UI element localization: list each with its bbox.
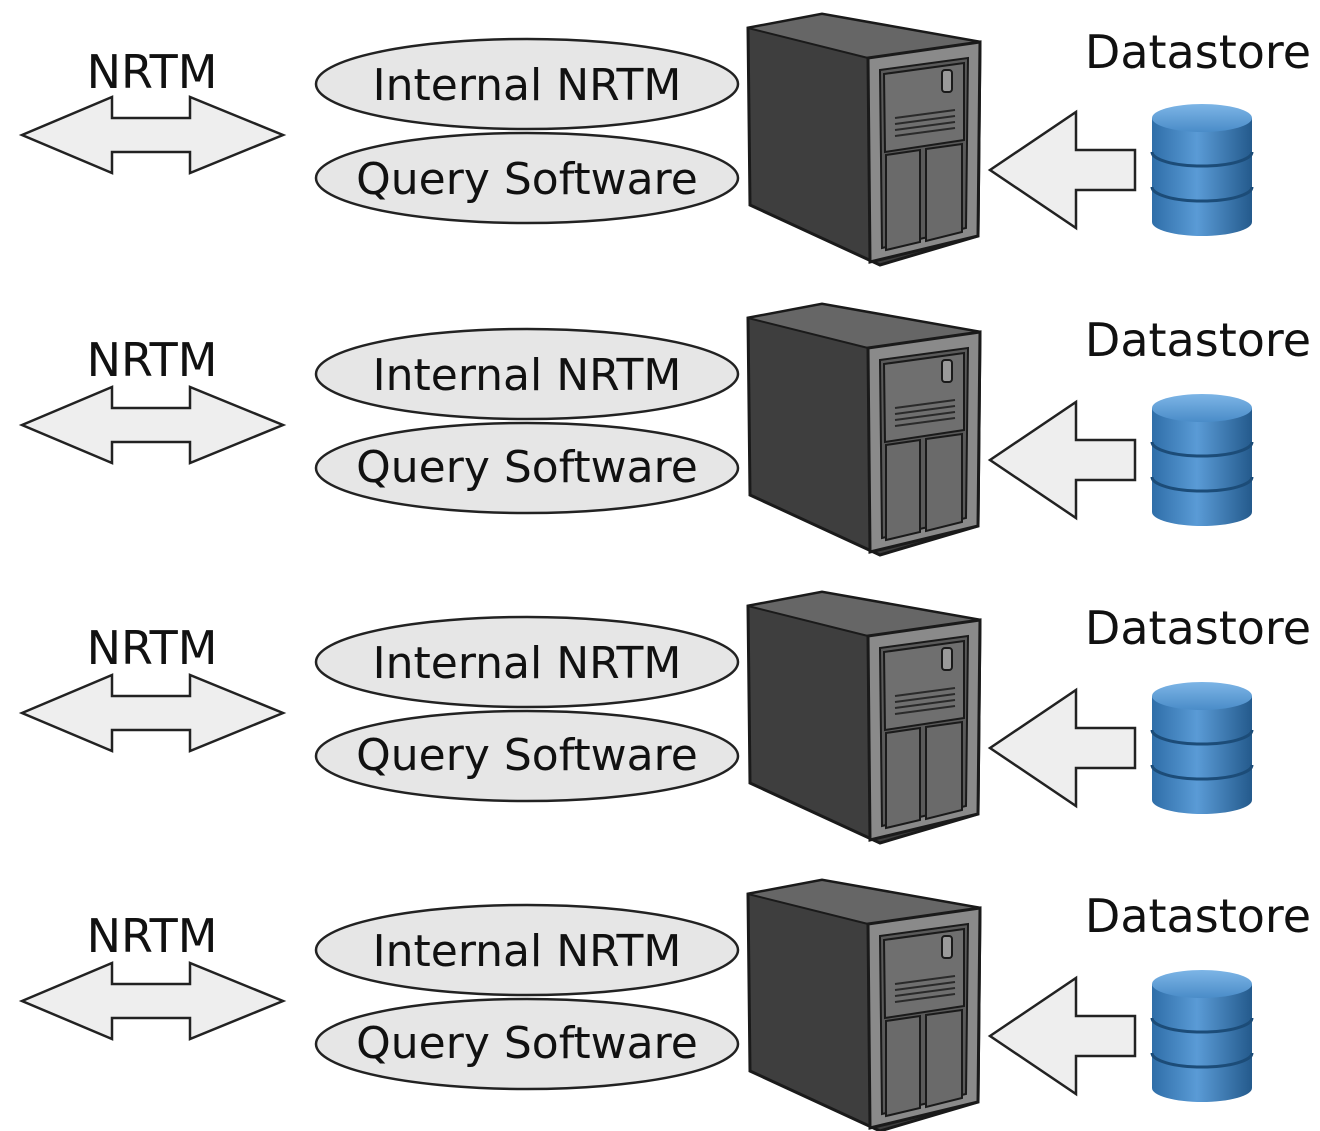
row-1: NRTM Internal NRTM Query Software Datast…: [20, 12, 1311, 267]
internal-nrtm-label: Internal NRTM: [373, 638, 682, 689]
row-4: NRTM Internal NRTM Query Software Datast…: [20, 878, 1311, 1131]
nrtm-label: NRTM: [87, 909, 218, 963]
internal-nrtm-label: Internal NRTM: [373, 926, 682, 977]
row-3: NRTM Internal NRTM Query Software Datast…: [20, 590, 1311, 845]
query-software-label: Query Software: [356, 154, 698, 205]
nrtm-label: NRTM: [87, 333, 218, 387]
row-2: NRTM Internal NRTM Query Software Datast…: [20, 302, 1311, 557]
datastore-label: Datastore: [1085, 25, 1311, 79]
nrtm-label: NRTM: [87, 45, 218, 99]
datastore-label: Datastore: [1085, 313, 1311, 367]
internal-nrtm-label: Internal NRTM: [373, 350, 682, 401]
datastore-label: Datastore: [1085, 889, 1311, 943]
query-software-label: Query Software: [356, 730, 698, 781]
internal-nrtm-label: Internal NRTM: [373, 60, 682, 111]
query-software-label: Query Software: [356, 1018, 698, 1069]
query-software-label: Query Software: [356, 442, 698, 493]
datastore-label: Datastore: [1085, 601, 1311, 655]
nrtm-label: NRTM: [87, 621, 218, 675]
